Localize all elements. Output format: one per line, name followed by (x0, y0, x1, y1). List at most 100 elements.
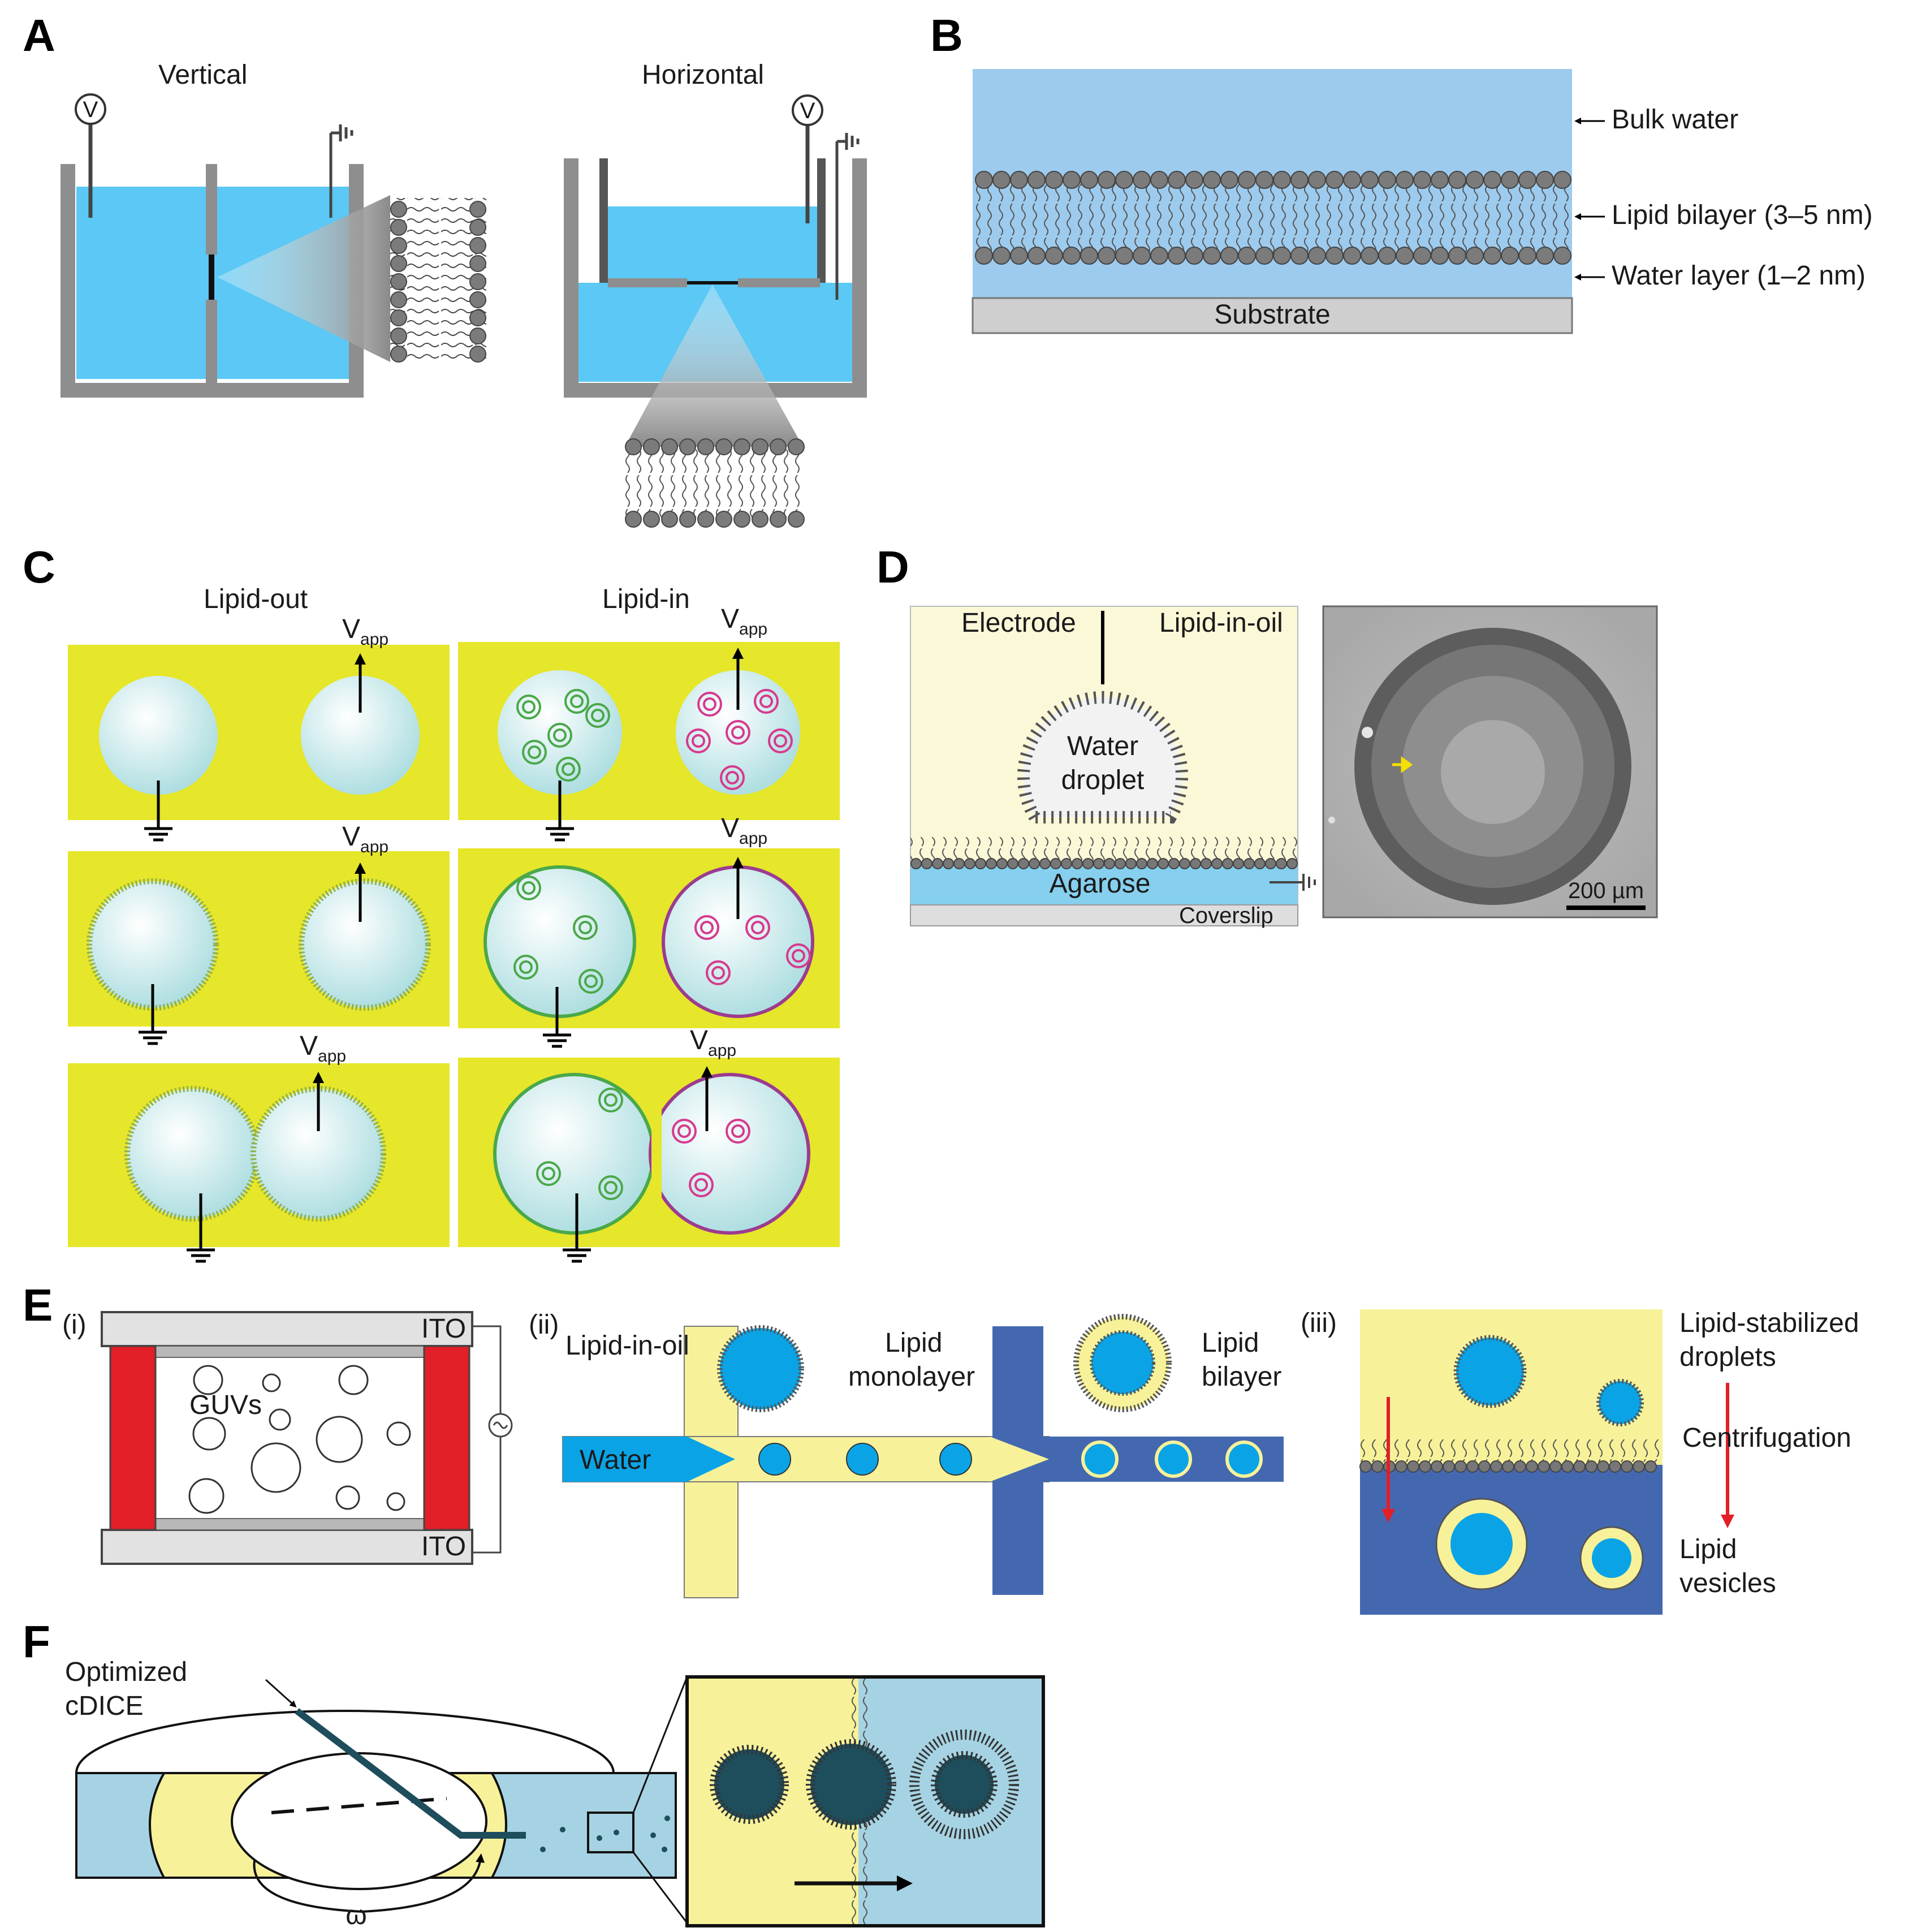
interface-headgroups (1359, 1460, 1657, 1473)
lipid-headgroup (1431, 247, 1449, 265)
droplet-c3c (493, 1073, 655, 1235)
panel-f: F Optimized cDICE ω (23, 1616, 1045, 1930)
sub-ii-label: (ii) (529, 1310, 559, 1340)
monolayer-label-1: Lipid (885, 1328, 942, 1358)
lipid-out-title: Lipid-out (204, 584, 308, 614)
lipid-headgroup (986, 858, 997, 869)
lipid-headgroup (1029, 858, 1040, 869)
lipid-headgroup (1179, 858, 1190, 869)
lipid-headgroup (1526, 1460, 1538, 1473)
bilayer-headgroups-bottom (975, 247, 1571, 265)
optimized-label-2: cDICE (65, 1691, 144, 1721)
lipid-headgroup (1010, 247, 1028, 265)
lipid-headgroup (1448, 171, 1466, 189)
lipid-headgroup (1203, 247, 1221, 265)
lipid-tails-h (625, 450, 800, 518)
lipid-headgroup (1536, 171, 1554, 189)
stabilized-label-1: Lipid-stabilized (1679, 1308, 1859, 1338)
horizontal-title: Horizontal (642, 60, 764, 90)
lipid-headgroup (1466, 171, 1484, 189)
lipid-headgroup (943, 858, 954, 869)
svg-text:Vapp: Vapp (721, 813, 767, 848)
lipid-headgroup (1007, 858, 1018, 869)
stabilized-droplet-large (1453, 1335, 1527, 1408)
lipid-in-oil-label-e: Lipid-in-oil (565, 1331, 689, 1361)
pink-vesicles-r1 (686, 689, 793, 790)
interface-tails (1360, 1439, 1663, 1462)
spacer-left (109, 1345, 157, 1531)
lipid-headgroup (1621, 1460, 1633, 1473)
vesicles-label-2: vesicles (1679, 1568, 1776, 1598)
svg-text:Vapp: Vapp (721, 604, 767, 639)
lipid-headgroup (1609, 1460, 1621, 1473)
lipid-headgroup (1255, 247, 1273, 265)
guvs-label: GUVs (189, 1390, 262, 1420)
green-vesicles-r3 (536, 1088, 623, 1200)
droplet-oil-phase (710, 1745, 789, 1824)
lipid-headgroup (1359, 1460, 1372, 1473)
green-vesicles-r1 (516, 689, 610, 782)
lipid-headgroup (1478, 1460, 1491, 1473)
lipid-bilayer-label: Lipid bilayer (3–5 nm) (1612, 200, 1873, 230)
lipid-headgroup (1254, 858, 1266, 869)
lipid-headgroup (1290, 171, 1309, 189)
pink-vesicles-r2 (694, 915, 811, 985)
zoom-cone-h (625, 284, 803, 447)
droplet-c3d (649, 1073, 810, 1235)
lipid-headgroup (1150, 247, 1168, 265)
lipid-headgroup (992, 247, 1011, 265)
lipid-headgroup (1276, 858, 1287, 869)
headgroups-top (625, 438, 805, 455)
monolayer-droplet-icon (717, 1325, 804, 1412)
lipid-headgroup (964, 858, 975, 869)
electrode-label: Electrode (961, 608, 1076, 638)
panel-a-label: A (23, 10, 55, 61)
svg-text:Vapp: Vapp (342, 614, 388, 649)
ito-chamber: (i) GUVs ITO ITO (62, 1310, 513, 1565)
panel-e: E (i) GUVs ITO ITO (ii) (23, 1280, 1859, 1615)
lipid-headgroup (1553, 247, 1571, 265)
panel-b-label: B (930, 10, 963, 61)
lipid-headgroup (910, 858, 922, 869)
lipid-headgroup (1150, 171, 1168, 189)
lipid-headgroup (1211, 858, 1223, 869)
lipid-headgroup (1080, 247, 1098, 265)
water-droplet-label-1: Water (1067, 731, 1138, 761)
lipid-headgroup (996, 858, 1008, 869)
lipid-headgroup (1326, 171, 1344, 189)
lipid-headgroup (1308, 247, 1326, 265)
bilayer-label-2: bilayer (1202, 1362, 1281, 1392)
voltmeter-icon-h (792, 94, 823, 126)
droplet-c2b (299, 878, 431, 1011)
lipid-headgroup (1061, 858, 1072, 869)
vertical-title: Vertical (158, 60, 247, 90)
lipid-headgroup (1501, 247, 1519, 265)
ito-bottom-plate (101, 1529, 473, 1565)
bilayer-headgroups-top (975, 171, 1571, 189)
microfluidic-chip: (ii) Lipid-in-oil Lipid monolayer Lipid … (529, 1310, 1284, 1598)
monolayer-tails (910, 837, 1298, 862)
agarose-label: Agarose (1050, 869, 1151, 899)
centrifugation-panel: (iii) Lipid-stabilized droplets Centrifu… (1301, 1308, 1859, 1615)
coverslip-label: Coverslip (1179, 903, 1273, 928)
voltmeter-label: V (83, 97, 98, 122)
lipid-headgroup (1220, 171, 1238, 189)
lipid-headgroup (1371, 1460, 1384, 1473)
lipid-headgroup (1072, 858, 1083, 869)
lipid-headgroup (1018, 858, 1029, 869)
monolayer-label-2: monolayer (848, 1362, 975, 1392)
rotation-arrow (253, 1853, 485, 1913)
bilayer-tails (973, 180, 1572, 253)
ito-top-plate (101, 1311, 473, 1347)
lipid-headgroup (1343, 247, 1361, 265)
lipid-headgroup (1273, 247, 1291, 265)
stabilized-droplet-small (1596, 1379, 1644, 1426)
vapp-labels: Vapp Vapp Vapp Vapp Vapp Vapp (300, 604, 767, 1066)
water-stream (563, 1437, 735, 1482)
chamber-center (231, 1752, 487, 1890)
svg-text:Vapp: Vapp (690, 1025, 736, 1060)
lipid-headgroup (975, 858, 986, 869)
lipid-headgroup (1419, 1460, 1431, 1473)
voltmeter-label-h: V (800, 98, 815, 123)
